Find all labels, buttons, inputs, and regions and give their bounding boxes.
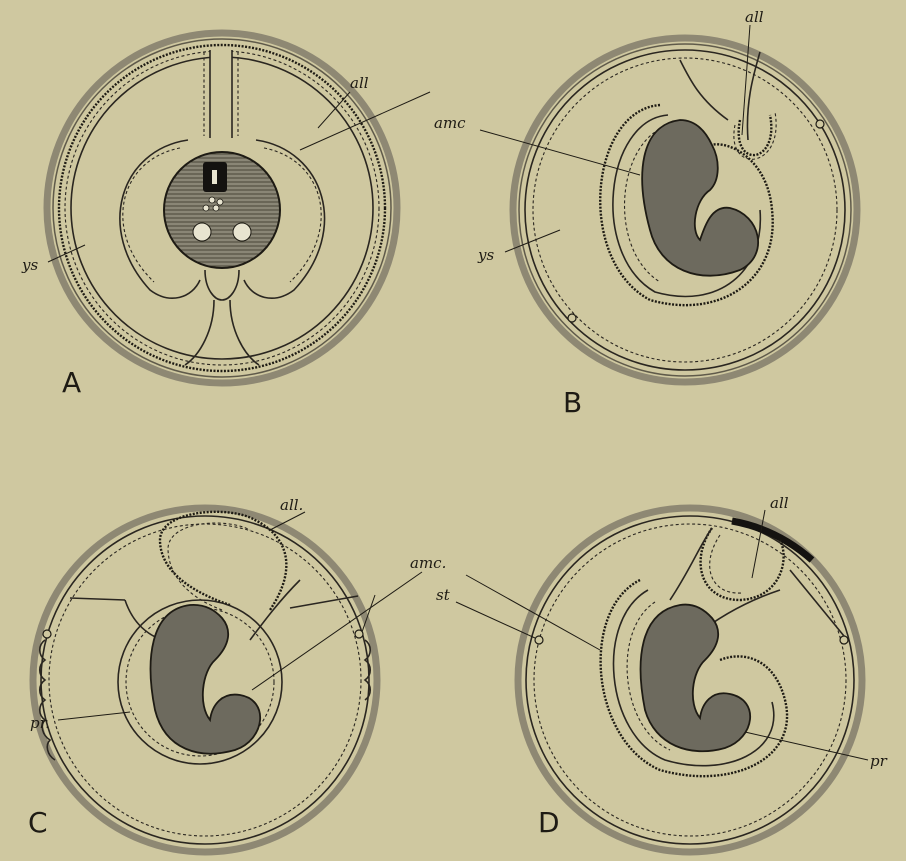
label-st: st xyxy=(436,586,451,604)
panel-letter-c: C xyxy=(28,806,48,839)
label-amc-c: amc. xyxy=(410,554,446,572)
panel-c: all. amc. pr. C xyxy=(28,496,446,852)
panel-letter-d: D xyxy=(538,806,560,839)
label-pr-d: pr xyxy=(870,752,888,770)
panel-letter-a: A xyxy=(62,366,81,399)
label-all-c: all. xyxy=(280,496,303,514)
embryo-body xyxy=(641,605,751,752)
panel-letter-b: B xyxy=(563,386,582,419)
label-ys-b: ys xyxy=(477,246,494,264)
panel-a: all ys A xyxy=(21,33,430,399)
label-all-d: all xyxy=(770,494,789,512)
embryo-body xyxy=(642,120,758,276)
label-all: all xyxy=(350,74,369,92)
embryo-body xyxy=(151,605,261,754)
panel-b: amc all ys B xyxy=(434,8,857,419)
label-all-b: all xyxy=(745,8,764,26)
label-ys: ys xyxy=(21,256,38,274)
panel-d: all st pr D xyxy=(362,494,888,852)
label-pr-c: pr. xyxy=(30,714,50,732)
label-amc-b: amc xyxy=(434,114,466,132)
